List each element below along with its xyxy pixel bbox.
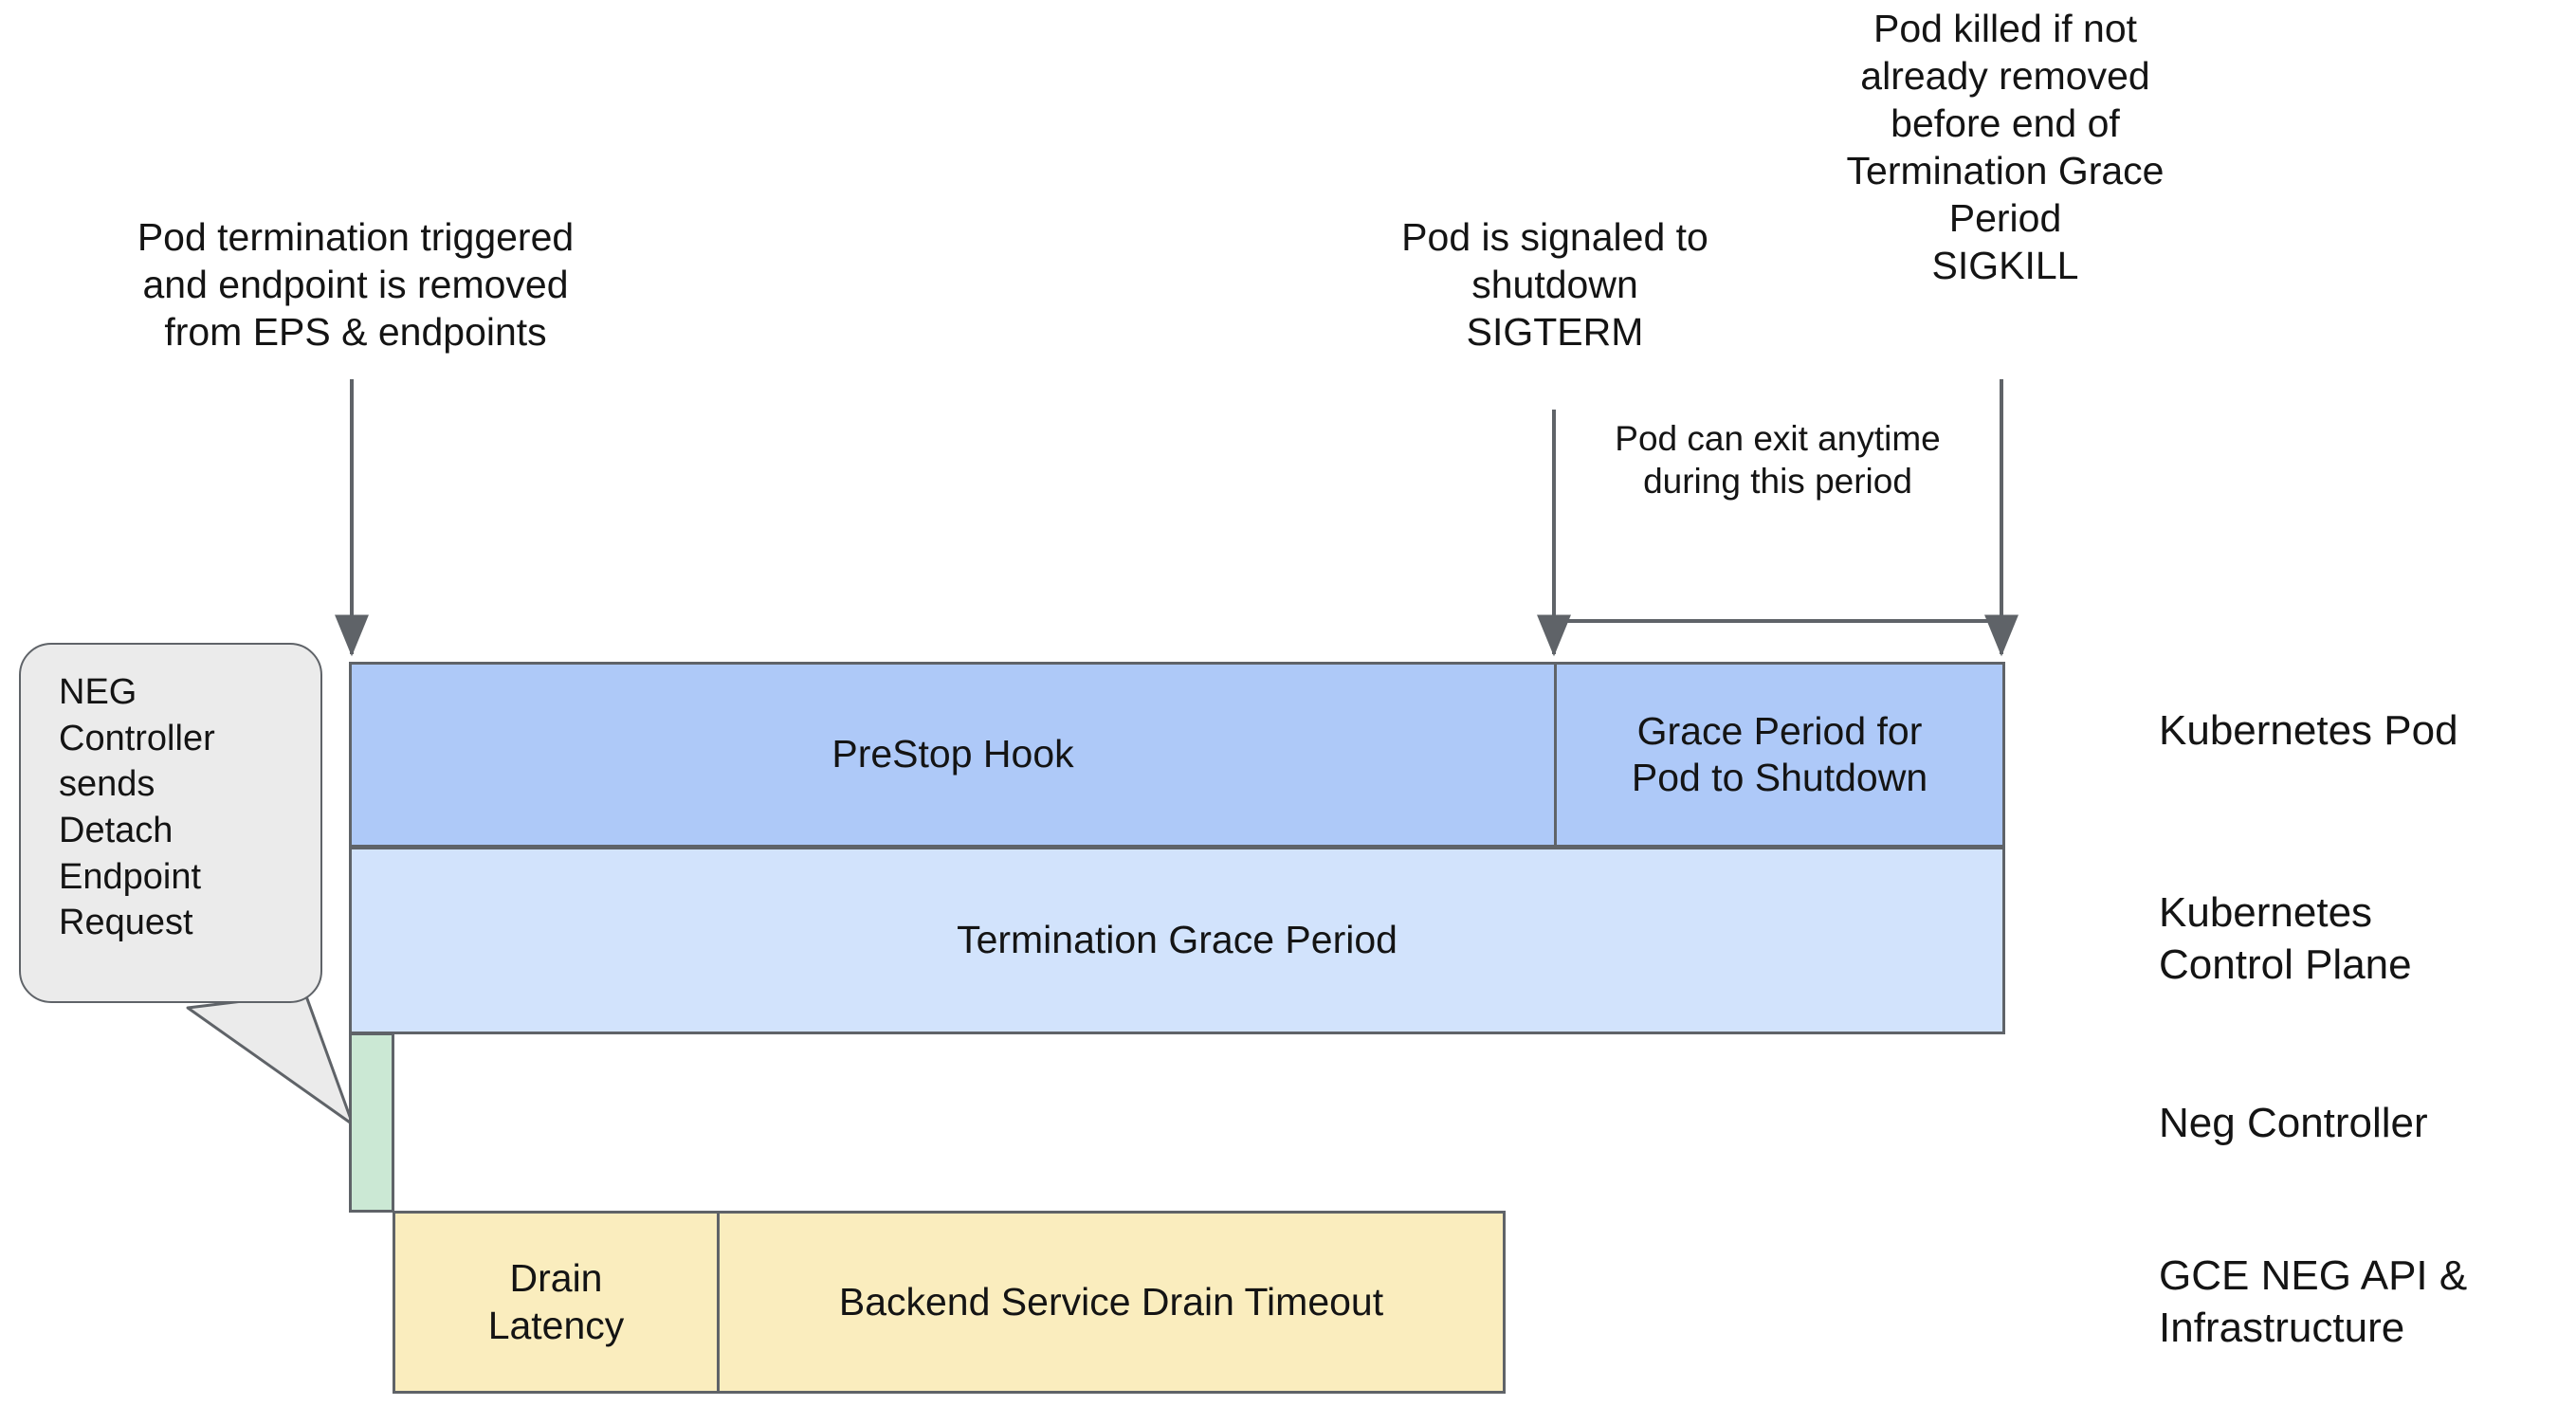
annotation-pod-killed-sigkill: Pod killed if not already removed before… bbox=[1846, 7, 2165, 288]
bar-prestop-hook-label: PreStop Hook bbox=[831, 732, 1074, 776]
annotation-pod-can-exit: Pod can exit anytime during this period bbox=[1615, 419, 1941, 502]
annotation-pod-termination-triggered: Pod termination triggered and endpoint i… bbox=[137, 215, 575, 355]
bar-grace-period: Grace Period for Pod to Shutdown bbox=[1554, 662, 2005, 848]
bar-drain-latency: Drain Latency bbox=[393, 1211, 720, 1394]
bar-grace-period-label: Grace Period for Pod to Shutdown bbox=[1631, 708, 1928, 799]
legend-neg-controller: Neg Controller bbox=[2159, 1100, 2428, 1146]
annotation-pod-signaled-shutdown: Pod is signaled to shutdown SIGTERM bbox=[1401, 215, 1708, 355]
legend-kubernetes-control-plane: Kubernetes Control Plane bbox=[2159, 889, 2412, 988]
bar-neg-controller bbox=[349, 1032, 394, 1213]
legend-kubernetes-pod: Kubernetes Pod bbox=[2159, 707, 2458, 754]
neg-controller-callout: NEG Controller sends Detach Endpoint Req… bbox=[19, 643, 322, 1003]
bar-termination-grace-period: Termination Grace Period bbox=[349, 847, 2005, 1034]
bar-backend-drain-timeout: Backend Service Drain Timeout bbox=[717, 1211, 1506, 1394]
bar-prestop-hook: PreStop Hook bbox=[349, 662, 1557, 848]
bar-drain-latency-label: Drain Latency bbox=[487, 1256, 625, 1347]
bar-backend-drain-timeout-label: Backend Service Drain Timeout bbox=[838, 1279, 1384, 1324]
bar-termination-grace-period-label: Termination Grace Period bbox=[957, 918, 1398, 962]
callout-tail bbox=[186, 992, 355, 1126]
legend-gce-neg-api: GCE NEG API & Infrastructure bbox=[2159, 1252, 2468, 1351]
